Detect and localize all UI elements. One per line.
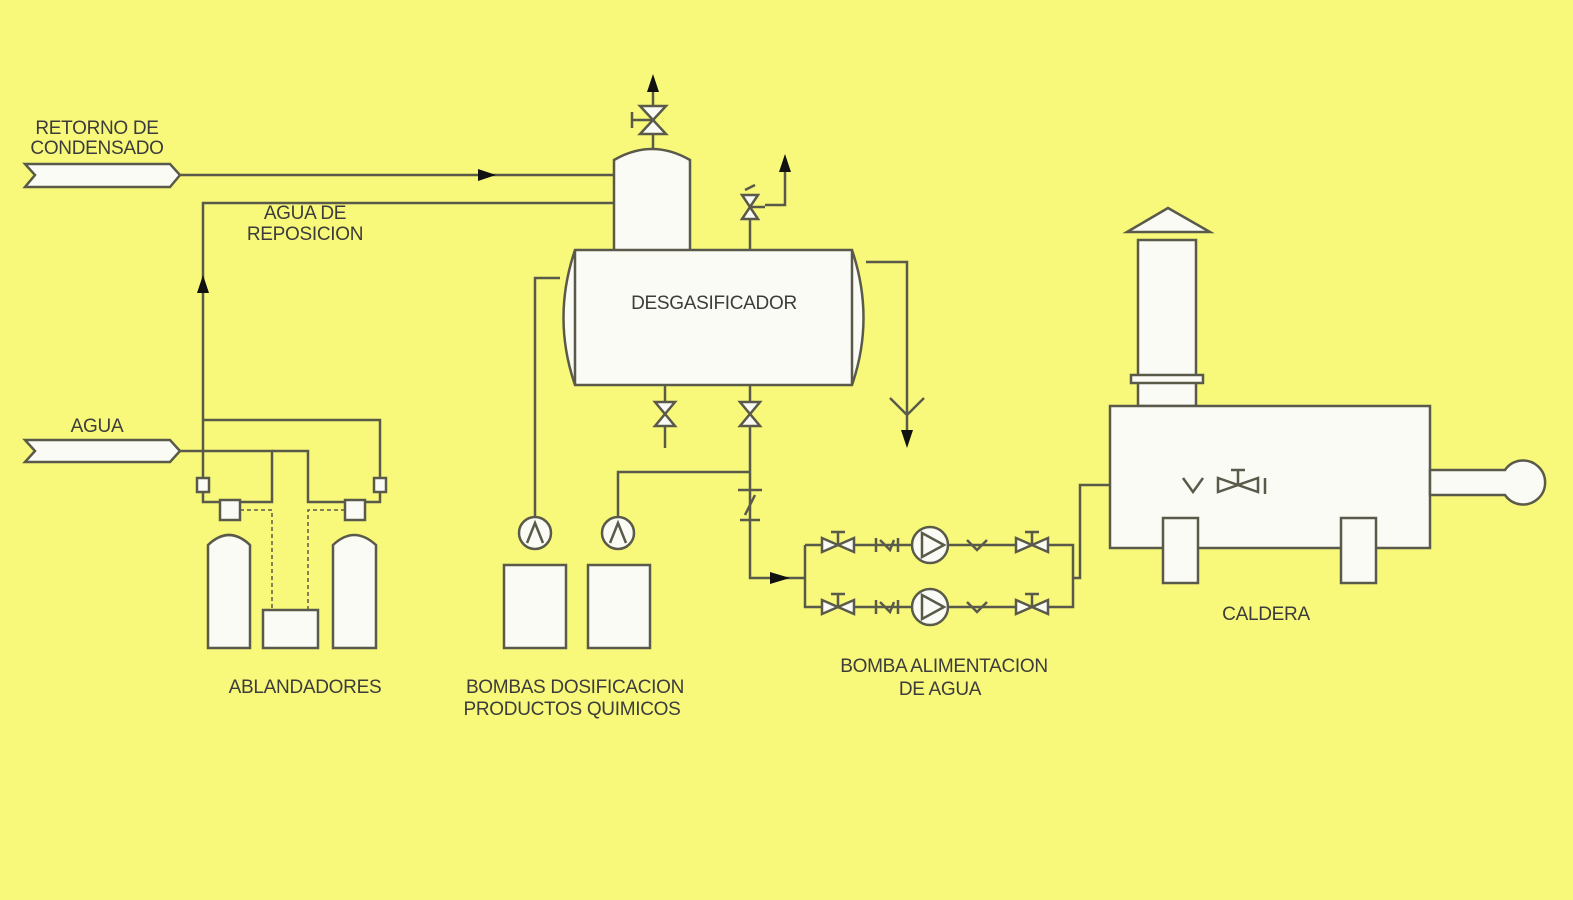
dosing-pumps xyxy=(502,515,652,650)
feed-pumps xyxy=(820,525,1050,627)
water-label: AGUA xyxy=(71,416,124,437)
feed-pump-label-1: BOMBA ALIMENTACION xyxy=(840,656,1048,677)
flow-arrow xyxy=(779,154,791,172)
flow-arrow xyxy=(901,430,913,448)
softeners-label: ABLANDADORES xyxy=(229,677,382,698)
dosing-pumps-label-2: PRODUCTOS QUIMICOS xyxy=(464,699,681,720)
deaerator-label: DESGASIFICADOR xyxy=(631,293,797,314)
water-inlet xyxy=(22,438,182,464)
condensate-return-label-1: RETORNO DE xyxy=(35,118,158,139)
dosing-pumps-label-1: BOMBAS DOSIFICACION xyxy=(466,677,684,698)
makeup-water-label-1: AGUA DE xyxy=(264,203,346,224)
flow-arrow xyxy=(478,169,496,181)
boiler xyxy=(1108,206,1547,585)
feed-pump-label-2: DE AGUA xyxy=(899,679,982,700)
flow-arrow xyxy=(770,572,790,584)
flow-arrow xyxy=(197,275,209,293)
condensate-return-inlet xyxy=(22,162,182,189)
deaerator xyxy=(562,104,865,522)
flow-arrow xyxy=(647,74,659,92)
boiler-label: CALDERA xyxy=(1222,604,1310,625)
makeup-water-label-2: REPOSICION xyxy=(247,224,363,245)
condensate-return-label-2: CONDENSADO xyxy=(30,138,163,159)
softeners xyxy=(195,476,388,650)
